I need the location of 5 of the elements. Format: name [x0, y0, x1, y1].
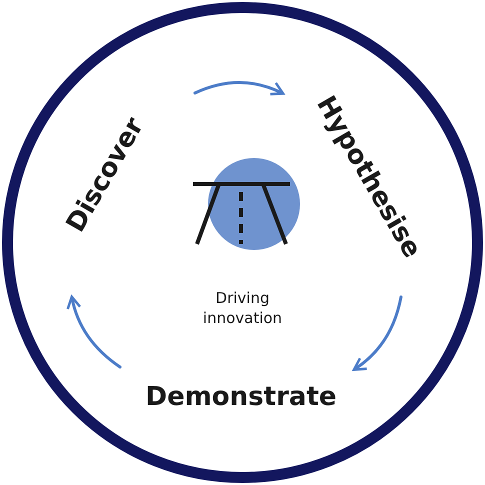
curved-arrow [194, 81, 284, 96]
curved-arrow [352, 296, 402, 371]
stage-label: Demonstrate [146, 382, 337, 412]
center-caption: Driving innovation [202, 288, 284, 328]
curved-arrow [66, 296, 122, 368]
